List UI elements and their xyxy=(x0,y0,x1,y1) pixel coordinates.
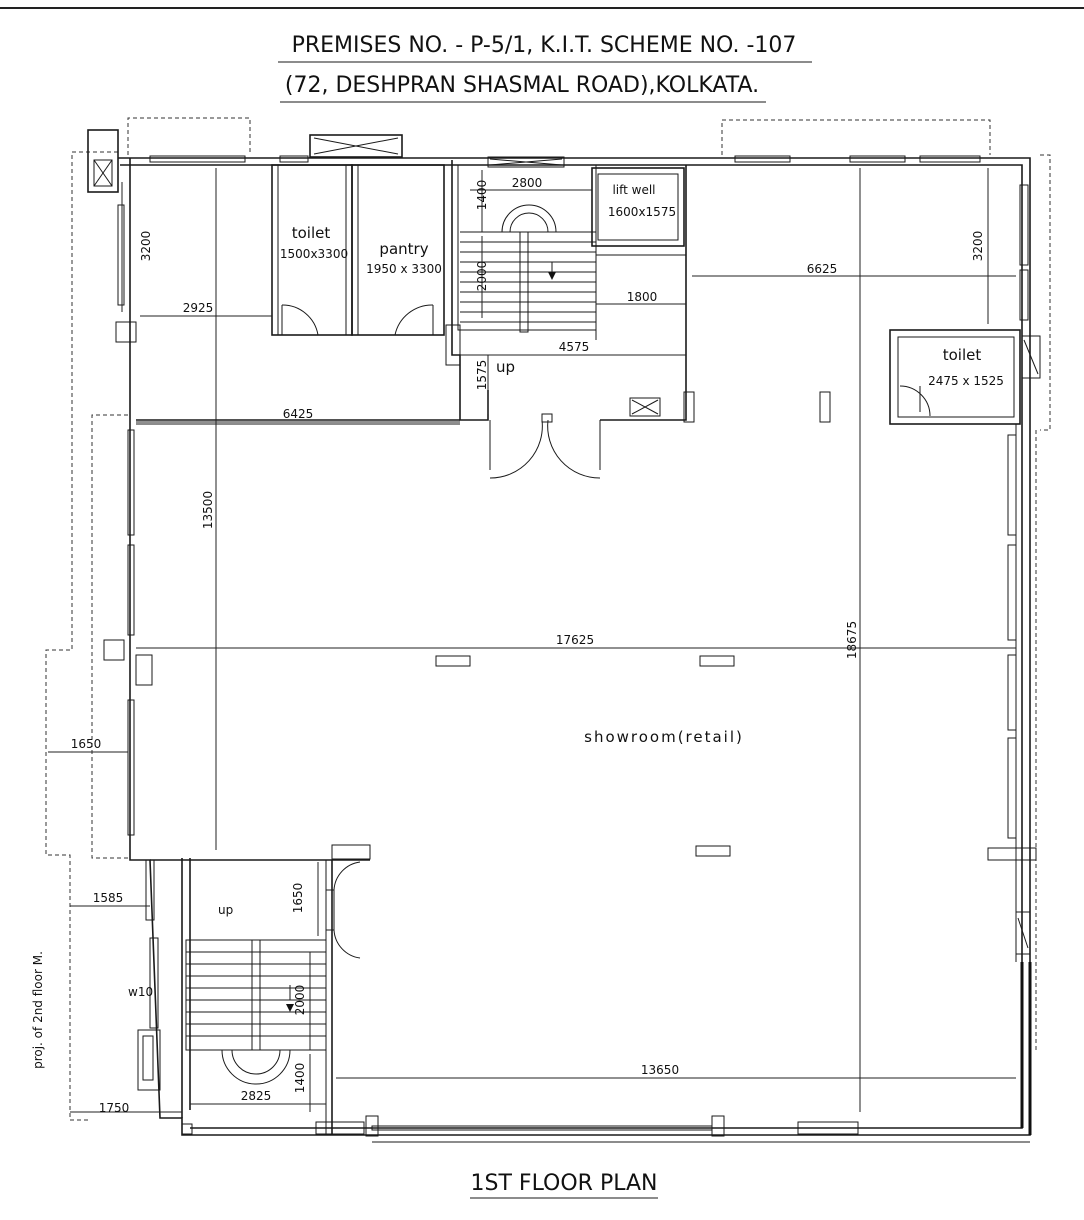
dimension-lines xyxy=(48,168,1016,1113)
toilet-2-size: 2475 x 1525 xyxy=(928,374,1004,388)
pantry-room xyxy=(351,164,445,336)
dim-2000-top: 2000 xyxy=(475,261,489,292)
pantry-size: 1950 x 3300 xyxy=(366,262,442,276)
door-swing-icon xyxy=(489,419,543,479)
arrow-down-icon xyxy=(286,1004,294,1012)
dim-1750: 1750 xyxy=(99,1101,130,1115)
dim-13650: 13650 xyxy=(641,1063,679,1077)
window-tag-w10: w10 xyxy=(128,985,153,999)
duct-box-corner xyxy=(87,129,119,193)
projection-note: proj. of 2nd floor M. xyxy=(31,951,45,1069)
lift-well-size: 1600x1575 xyxy=(608,205,676,219)
dim-6425: 6425 xyxy=(283,407,314,421)
top-windows xyxy=(149,155,981,163)
address-title: (72, DESHPRAN SHASMAL ROAD),KOLKATA. xyxy=(285,73,759,98)
dim-1575: 1575 xyxy=(475,360,489,391)
dim-2800: 2800 xyxy=(512,176,543,190)
left-windows xyxy=(103,204,153,836)
pantry-label: pantry xyxy=(379,240,428,258)
dim-1400-rear: 1400 xyxy=(293,1063,307,1094)
door-swing-icon xyxy=(333,861,361,891)
main-staircase xyxy=(445,160,695,479)
dim-3200-left: 3200 xyxy=(139,231,153,262)
dim-2825: 2825 xyxy=(241,1089,272,1103)
dim-1400-top: 1400 xyxy=(475,180,489,211)
stair-up-label: up xyxy=(496,358,515,376)
dim-13500: 13500 xyxy=(201,491,215,529)
rear-stair-up-label: up xyxy=(218,903,233,917)
dim-4575: 4575 xyxy=(559,340,590,354)
lift-well xyxy=(591,167,685,247)
toilet-2-label: toilet xyxy=(943,346,982,364)
dim-17625: 17625 xyxy=(556,633,594,647)
cross-box-icon xyxy=(629,397,661,417)
floor-plan-title: 1ST FLOOR PLAN xyxy=(471,1171,658,1196)
door-swing-icon xyxy=(333,929,361,959)
arrow-down-icon xyxy=(548,272,556,280)
dim-2925: 2925 xyxy=(183,301,214,315)
premises-title: PREMISES NO. - P-5/1, K.I.T. SCHEME NO. … xyxy=(292,33,797,58)
columns xyxy=(435,391,831,857)
dim-6625: 6625 xyxy=(807,262,838,276)
duct-box-top xyxy=(309,134,565,168)
toilet-2-room xyxy=(889,329,1041,425)
right-windows xyxy=(987,184,1037,955)
dim-2000-rear: 2000 xyxy=(293,985,307,1016)
toilet-1-label: toilet xyxy=(292,224,331,242)
toilet-1-size: 1500x3300 xyxy=(280,247,348,261)
door-swing-icon xyxy=(394,304,434,336)
showroom-partition xyxy=(136,419,1017,962)
dim-1585: 1585 xyxy=(93,891,124,905)
showroom-label: showroom(retail) xyxy=(584,728,744,746)
bottom-windows xyxy=(315,1115,1030,1143)
dim-1800: 1800 xyxy=(627,290,658,304)
dim-1650-stair: 1650 xyxy=(291,883,305,914)
door-swing-icon xyxy=(281,304,319,336)
door-swing-icon xyxy=(547,419,601,479)
lift-well-label: lift well xyxy=(612,183,655,197)
dim-18675: 18675 xyxy=(845,621,859,659)
rear-staircase xyxy=(137,844,371,1135)
door-swing-icon xyxy=(899,385,931,417)
dim-3200-right: 3200 xyxy=(971,231,985,262)
projection-outlines xyxy=(45,117,1051,1121)
dim-1650-left: 1650 xyxy=(71,737,102,751)
